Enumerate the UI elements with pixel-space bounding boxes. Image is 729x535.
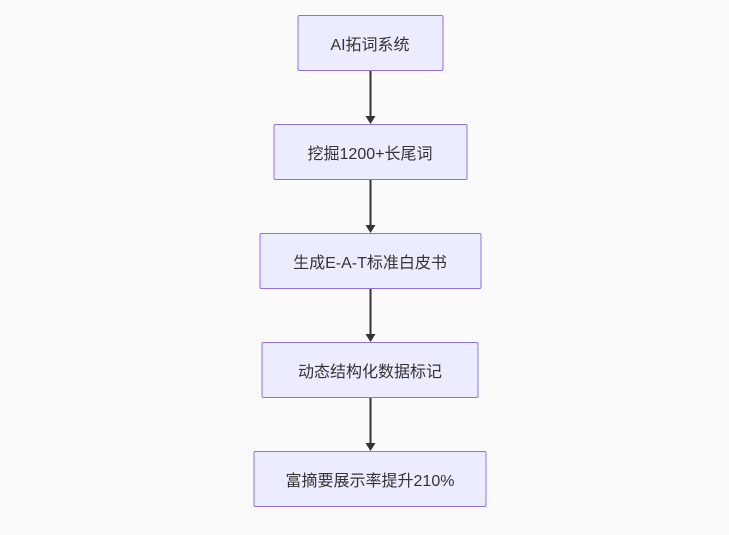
flow-node-ai-keyword-system: AI拓词系统 <box>297 15 443 71</box>
arrow-down-icon <box>365 398 375 451</box>
flow-node-structured-data-markup: 动态结构化数据标记 <box>261 342 479 398</box>
arrowhead-icon <box>365 225 375 233</box>
arrow-shaft <box>369 180 371 225</box>
arrowhead-icon <box>365 334 375 342</box>
arrowhead-icon <box>365 443 375 451</box>
node-label: 生成E-A-T标准白皮书 <box>293 255 447 272</box>
arrow-down-icon <box>365 289 375 342</box>
arrowhead-icon <box>365 116 375 124</box>
flow-node-rich-snippet-result: 富摘要展示率提升210% <box>253 451 487 507</box>
node-label: 富摘要展示率提升210% <box>285 473 455 490</box>
node-label: AI拓词系统 <box>330 37 410 54</box>
arrow-shaft <box>369 289 371 334</box>
flow-node-longtail-mining: 挖掘1200+长尾词 <box>273 124 467 180</box>
arrow-down-icon <box>365 71 375 124</box>
arrow-down-icon <box>365 180 375 233</box>
node-label: 挖掘1200+长尾词 <box>307 146 433 163</box>
node-label: 动态结构化数据标记 <box>297 364 442 381</box>
arrow-shaft <box>369 398 371 443</box>
arrow-shaft <box>369 71 371 116</box>
flow-node-eat-whitepaper: 生成E-A-T标准白皮书 <box>259 233 481 289</box>
flowchart-canvas: AI拓词系统 挖掘1200+长尾词 生成E-A-T标准白皮书 动态结构化数据标记… <box>253 15 487 507</box>
